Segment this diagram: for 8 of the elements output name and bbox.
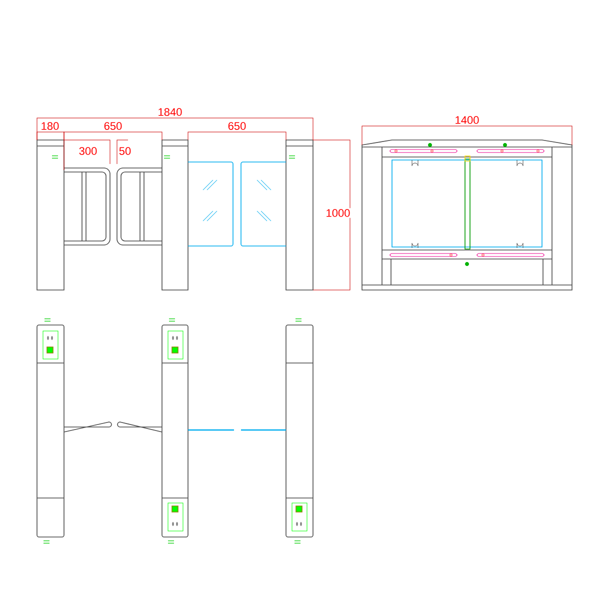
dimension-label: 650 — [228, 122, 246, 130]
dimension-label: 1840 — [158, 108, 182, 116]
dimension-label: 180 — [42, 122, 59, 130]
dimension-label: 300 — [79, 147, 97, 155]
dimension-label: 1400 — [456, 116, 479, 124]
dimension-label: 650 — [104, 122, 122, 130]
dimension-label: 1000 — [324, 208, 352, 218]
dimension-label: 50 — [119, 147, 131, 155]
